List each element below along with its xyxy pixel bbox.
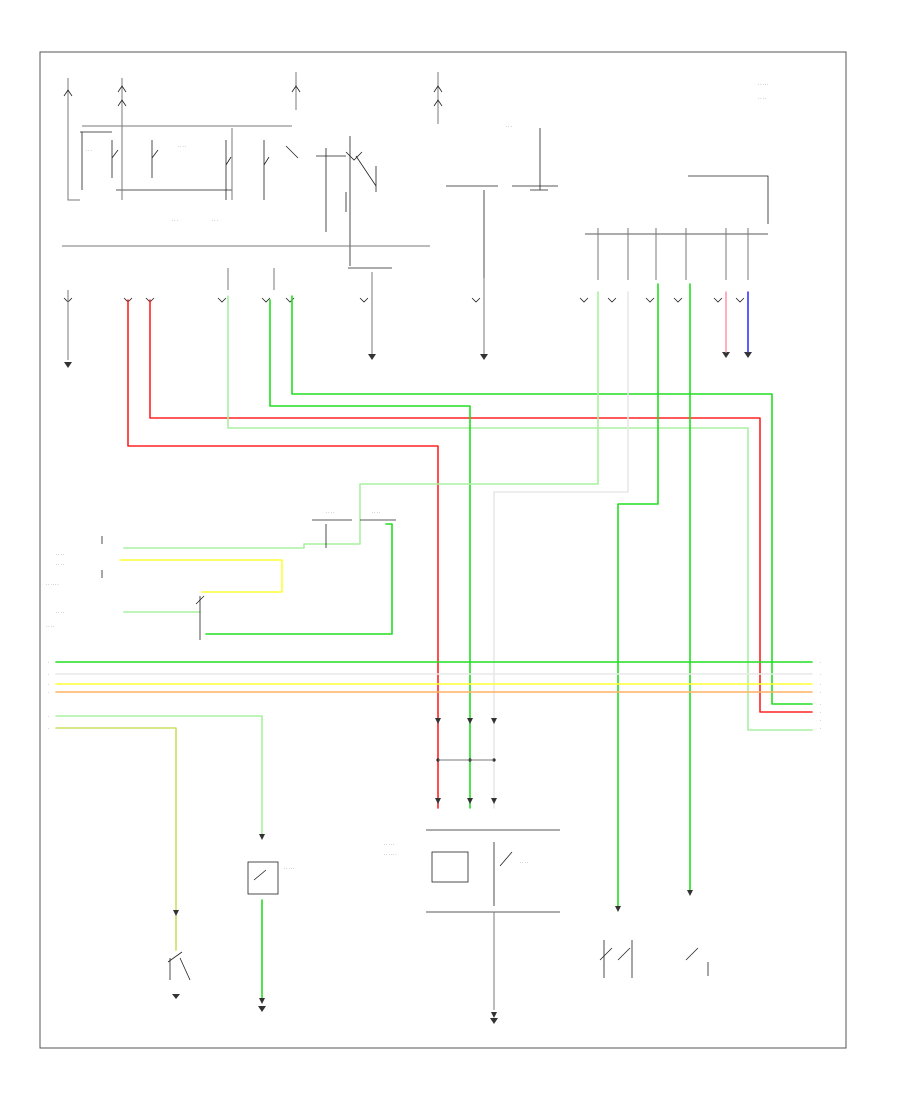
connector-arrow-icon — [744, 352, 752, 358]
ground-symbol-icon — [490, 1018, 498, 1024]
svg-text:· · · · ·: · · · · · — [384, 843, 394, 847]
switch-lower-right-b — [685, 947, 709, 976]
ground-symbol-icon — [368, 354, 376, 360]
svg-text:·: · — [820, 661, 821, 665]
svg-text:·: · — [820, 673, 821, 677]
fuse-feed-3 — [291, 72, 301, 110]
svg-text:· · · ·: · · · · — [758, 97, 766, 101]
ground-symbol-icon — [172, 994, 180, 999]
svg-text:· · ·: · · · — [172, 219, 178, 223]
svg-text:· · · ·: · · · · — [46, 625, 54, 629]
ground-symbol-icon — [64, 362, 72, 368]
svg-text:· · · · · ·: · · · · · · — [384, 853, 397, 857]
security-relay: · · · · · — [247, 861, 294, 895]
fuse-feed-2 — [117, 78, 127, 128]
ground-symbol-icon — [258, 1006, 266, 1012]
svg-text:· · · ·: · · · · — [56, 611, 64, 615]
svg-text:·: · — [48, 727, 49, 731]
svg-text:·: · — [820, 683, 821, 687]
control-unit-right: · · · · · · · · · — [585, 83, 769, 280]
inline-connectors — [173, 718, 693, 1018]
diagram-frame — [39, 51, 847, 1049]
switch-lower-right-a — [599, 940, 633, 978]
svg-text:· · · ·: · · · · — [178, 145, 186, 149]
svg-text:· · · ·: · · · · — [56, 563, 64, 567]
svg-text:·: · — [820, 711, 821, 715]
svg-text:·: · — [820, 691, 821, 695]
svg-text:·: · — [48, 715, 49, 719]
switch-cluster-center: · · · — [446, 125, 558, 278]
svg-text:· · · ·: · · · · — [326, 511, 334, 515]
relay-lower-left: · · · · · · · · · · · · · · · · · · · · … — [46, 536, 205, 640]
svg-text:·: · — [48, 673, 49, 677]
relay-block-left: · · · · · · · · · · · · · — [80, 128, 299, 223]
wire-harness — [55, 283, 813, 1001]
lower-components: · · · · · · · · · · · · · · · · · · · · … — [46, 511, 821, 1024]
relay-coil-icon — [431, 851, 469, 883]
fuse-feed-4 — [433, 72, 443, 124]
bus-end-labels: · · · · · · · · · · · · · · — [48, 661, 821, 731]
door-lock-actuator: · · · · · · · · · · · · · · · — [384, 829, 560, 1010]
svg-text:· · · ·: · · · · — [520, 861, 528, 865]
switch-lower-left — [167, 951, 191, 999]
connector-pin-row — [63, 268, 745, 360]
svg-text:· · ·: · · · — [86, 149, 92, 153]
svg-text:· · · · ·: · · · · · — [758, 83, 768, 87]
svg-text:· · ·: · · · — [506, 125, 512, 129]
svg-text:·: · — [48, 683, 49, 687]
svg-text:· · · ·: · · · · — [56, 553, 64, 557]
svg-text:· · · · ·: · · · · · — [284, 867, 294, 871]
svg-text:·: · — [48, 661, 49, 665]
ground-symbols-top — [64, 352, 752, 368]
top-power-section: · · · · · · · · · · · · · · · · — [62, 72, 769, 280]
svg-text:· · · ·: · · · · — [372, 511, 380, 515]
svg-text:·: · — [820, 703, 821, 707]
svg-text:·: · — [820, 727, 821, 731]
relay-middle — [316, 136, 392, 269]
connector-arrow-icon — [722, 352, 730, 358]
fuse-feed-1 — [63, 78, 73, 112]
ground-symbol-icon — [480, 354, 488, 360]
svg-text:· · ·: · · · — [212, 219, 218, 223]
svg-text:·: · — [820, 719, 821, 723]
relay-lower-middle: · · · · · · · · — [312, 511, 396, 548]
svg-text:·: · — [48, 691, 49, 695]
svg-text:· · · · · ·: · · · · · · — [46, 583, 59, 587]
